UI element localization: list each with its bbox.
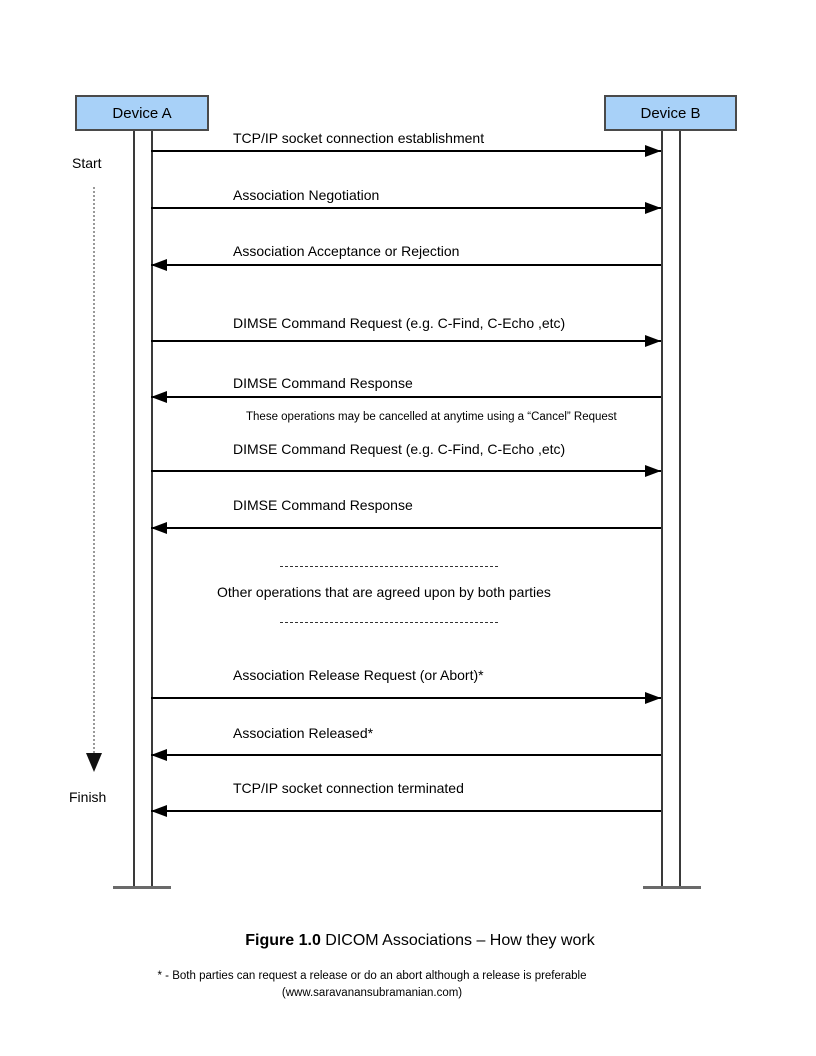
other-operations-text: Other operations that are agreed upon by…	[217, 584, 551, 600]
lifeline-device-b-right	[679, 131, 681, 888]
finish-label: Finish	[69, 789, 107, 805]
arrowhead-left-icon	[151, 805, 167, 817]
arrowhead-right-icon	[645, 465, 661, 477]
message-arrow-right-icon	[151, 145, 661, 157]
message-label-association-acceptance: Association Acceptance or Rejection	[233, 243, 460, 259]
message-arrow-left-icon	[151, 749, 661, 761]
arrowhead-right-icon	[645, 202, 661, 214]
figure-caption-number: Figure 1.0	[245, 932, 321, 949]
message-arrow-right-icon	[151, 692, 661, 704]
lifeline-foot-device-a	[113, 886, 171, 889]
arrowhead-left-icon	[151, 391, 167, 403]
lifeline-foot-device-b	[643, 886, 701, 889]
arrowhead-right-icon	[645, 692, 661, 704]
arrowhead-left-icon	[151, 259, 167, 271]
figure-caption-title: DICOM Associations – How they work	[320, 932, 595, 949]
lifeline-device-b-left	[661, 131, 663, 888]
cancel-note: These operations may be cancelled at any…	[246, 411, 617, 423]
actor-label-device-b: Device B	[640, 104, 701, 122]
arrowhead-right-icon	[645, 145, 661, 157]
message-label-dimse-response-1: DIMSE Command Response	[233, 375, 413, 391]
dashed-separator-top	[280, 566, 498, 567]
dashed-separator-bottom	[280, 622, 498, 623]
arrowhead-left-icon	[151, 749, 167, 761]
timeline-dotted-line	[93, 187, 95, 753]
message-arrow-left-icon	[151, 259, 661, 271]
footnote-line2: (www.saravanansubramanian.com)	[281, 987, 463, 999]
actor-box-device-a: Device A	[75, 95, 209, 131]
down-arrowhead-icon	[86, 753, 102, 772]
message-arrow-right-icon	[151, 335, 661, 347]
actor-label-device-a: Device A	[112, 104, 172, 122]
message-label-dimse-request-2: DIMSE Command Request (e.g. C-Find, C-Ec…	[233, 441, 566, 457]
message-arrow-right-icon	[151, 202, 661, 214]
message-label-association-released: Association Released*	[233, 725, 374, 741]
figure-caption: Figure 1.0 DICOM Associations – How they…	[24, 932, 816, 950]
actor-box-device-b: Device B	[604, 95, 737, 131]
arrowhead-left-icon	[151, 522, 167, 534]
arrowhead-right-icon	[645, 335, 661, 347]
footnote-line1: * - Both parties can request a release o…	[157, 970, 587, 982]
message-label-dimse-response-2: DIMSE Command Response	[233, 497, 413, 513]
message-label-association-release-request: Association Release Request (or Abort)*	[233, 667, 484, 683]
message-arrow-right-icon	[151, 465, 661, 477]
message-arrow-left-icon	[151, 522, 661, 534]
message-label-association-negotiation: Association Negotiation	[233, 187, 380, 203]
message-label-dimse-request-1: DIMSE Command Request (e.g. C-Find, C-Ec…	[233, 315, 566, 331]
message-label-tcpip-establishment: TCP/IP socket connection establishment	[233, 130, 485, 146]
footnote: * - Both parties can request a release o…	[0, 968, 744, 1002]
lifeline-device-a-right	[151, 131, 153, 888]
message-label-tcpip-terminated: TCP/IP socket connection terminated	[233, 780, 464, 796]
lifeline-device-a-left	[133, 131, 135, 888]
start-label: Start	[72, 155, 102, 171]
message-arrow-left-icon	[151, 391, 661, 403]
message-arrow-left-icon	[151, 805, 661, 817]
